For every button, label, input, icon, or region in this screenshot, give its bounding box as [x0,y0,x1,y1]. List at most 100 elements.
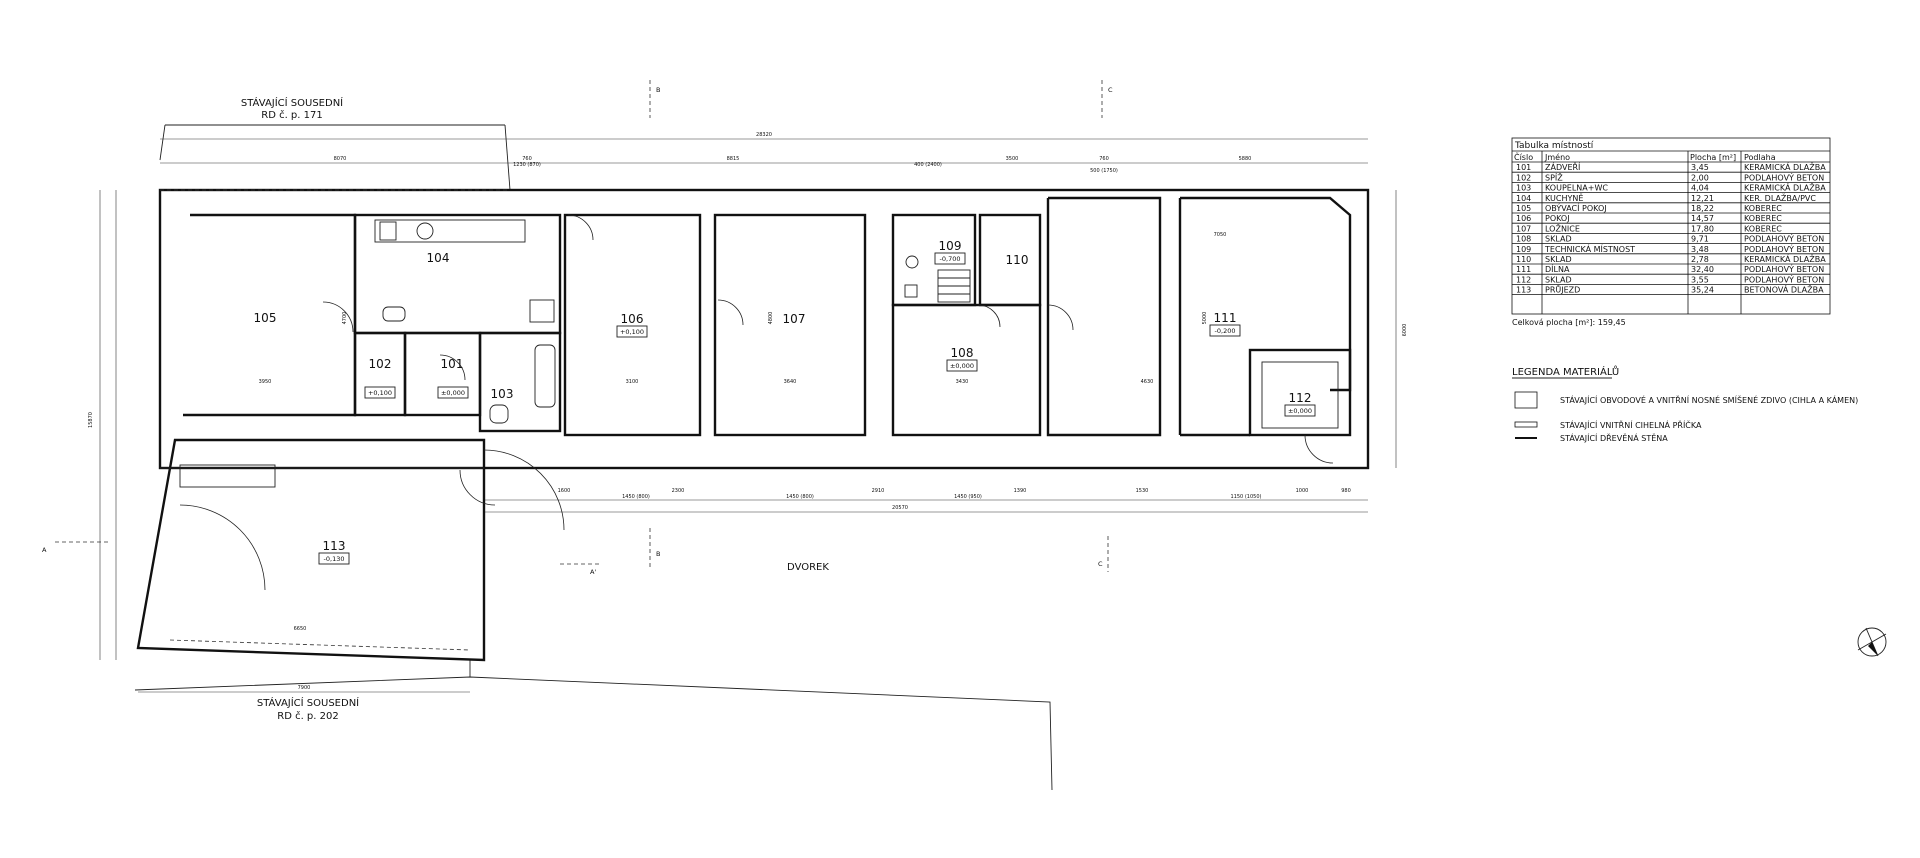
svg-text:7900: 7900 [298,685,311,691]
room-label-108: 108 ±0,000 [946,346,978,372]
svg-text:-0,130: -0,130 [324,555,345,563]
neighbor-bottom-line1: STÁVAJÍCÍ SOUSEDNÍ [257,696,359,709]
svg-text:4630: 4630 [1141,379,1154,385]
room-table-cell-name: SKLAD [1545,275,1572,284]
section-marker-b-bottom: B [649,528,660,568]
svg-text:108: 108 [951,346,974,360]
room-label-101: 101 ±0,000 [437,357,469,399]
room-table-cell-name: SKLAD [1545,235,1572,244]
room-dimensions: 3950 3100 3640 3430 4630 7050 4700 4800 … [259,232,1227,385]
svg-text:2300: 2300 [672,488,685,494]
svg-text:6650: 6650 [294,626,307,632]
svg-text:2910: 2910 [872,488,885,494]
north-arrow-icon [1857,627,1887,657]
neighbor-bottom-line2: RD č. p. 202 [277,710,338,722]
room-label-112: 112 ±0,000 [1284,391,1316,417]
legend-swatch-masonry [1514,391,1538,409]
room-label-102: 102 +0,100 [364,357,396,399]
room-table: Tabulka místností Číslo Jméno Plocha [m²… [1511,137,1831,327]
room-label-113: 113 -0,130 [318,539,350,565]
room-table-cell-name: PRŮJEZD [1545,284,1580,295]
svg-text:1150 (1050): 1150 (1050) [1231,494,1262,500]
svg-text:1450 (800): 1450 (800) [786,494,814,500]
neighbor-top-line2: RD č. p. 171 [261,109,322,121]
svg-text:±0,000: ±0,000 [1288,407,1312,415]
svg-text:15870: 15870 [88,412,94,428]
svg-text:7050: 7050 [1214,232,1227,238]
room-table-cell-name: TECHNICKÁ MÍSTNOST [1544,243,1635,254]
legend-title: LEGENDA MATERIÁLŮ [1512,365,1619,378]
room-table-cell-name: ZÁDVEŘÍ [1545,161,1581,172]
kitchen-counter [374,219,526,243]
legend-swatch-brick [1514,421,1538,428]
room-table-cell-area: 18,22 [1691,204,1714,213]
room-table-header-area: Plocha [m²] [1690,153,1736,162]
svg-text:103: 103 [491,387,514,401]
meter-box [179,464,276,488]
room-table-cell-number: 105 [1516,204,1531,213]
room-table-cell-number: 107 [1516,224,1531,233]
room-111-right-walls [1180,196,1352,392]
bathtub-icon [534,344,556,408]
dimension-left: 15870 [88,190,117,660]
room-table-cell-number: 103 [1516,184,1531,193]
neighbor-top-boundary-left [159,124,166,161]
svg-text:109: 109 [939,239,962,253]
wing-dashed-edge [169,639,471,651]
room-table-cell-number: 111 [1516,265,1531,274]
svg-text:111: 111 [1214,311,1237,325]
room-table-cell-name: KOUPELNA+WC [1545,184,1608,193]
room-table-title: Tabulka místností [1514,141,1594,151]
svg-text:107: 107 [783,312,806,326]
svg-text:110: 110 [1006,253,1029,267]
room-table-cell-area: 3,45 [1691,163,1709,172]
room-table-cell-floor: KER. DLAŽBA/PVC [1744,192,1816,203]
room-label-104: 104 [427,251,450,265]
svg-text:±0,000: ±0,000 [441,389,465,397]
room-table-cell-floor: KERAMICKÁ DLAŽBA [1744,253,1826,264]
door-105-icon [322,301,354,333]
section-marker-a-right: A' [560,563,600,576]
room-table-cell-name: DÍLNA [1545,263,1570,274]
svg-text:5880: 5880 [1239,156,1252,162]
svg-text:980: 980 [1341,488,1351,494]
washbasin-icon [382,306,406,322]
svg-text:4700: 4700 [342,312,348,325]
room-table-cell-area: 12,21 [1691,194,1714,203]
room-label-107: 107 [783,312,806,326]
room-table-cell-floor: PODLAHOVÝ BETON [1744,273,1824,284]
room-table-cell-number: 106 [1516,214,1531,223]
room-table-header-number: Číslo [1514,151,1533,162]
svg-text:113: 113 [323,539,346,553]
room-table-cell-area: 3,55 [1691,275,1709,284]
room-111-left-walls [1046,196,1162,437]
door-113-icon [459,469,496,506]
room-101-walls [403,331,482,417]
stove-icon [379,221,397,241]
room-table-header-floor: Podlaha [1744,153,1776,162]
room-table-cell-floor: BETONOVÁ DLAŽBA [1744,284,1824,295]
svg-text:C: C [1108,86,1113,94]
room-table-cell-name: POKOJ [1545,214,1570,223]
legend-item-brick: STÁVAJÍCÍ VNITŘNÍ CIHELNÁ PŘÍČKA [1560,419,1702,430]
sink-icon [416,222,434,240]
section-marker-b-top: B [649,80,660,118]
svg-text:1230 (870): 1230 (870) [513,162,541,168]
svg-text:-0,700: -0,700 [940,255,961,263]
room-table-cell-number: 112 [1516,275,1531,284]
dimension-bottom: 1600 2300 2910 1390 1530 1000 980 1450 (… [484,488,1368,513]
room-table-cell-floor: PODLAHOVÝ BETON [1744,263,1824,274]
room-table-total: Celková plocha [m²]: 159,45 [1512,318,1626,327]
svg-text:A: A [42,546,47,554]
svg-text:102: 102 [369,357,392,371]
room-107-walls [713,213,867,437]
legend-item-wood: STÁVAJÍCÍ DŘEVĚNÁ STĚNA [1560,432,1668,443]
svg-text:6000: 6000 [1402,324,1408,337]
room-104-walls [353,213,562,335]
room-table-cell-area: 14,57 [1691,214,1714,223]
room-table-cell-area: 4,04 [1691,184,1709,193]
room-table-header-name: Jméno [1544,152,1570,162]
